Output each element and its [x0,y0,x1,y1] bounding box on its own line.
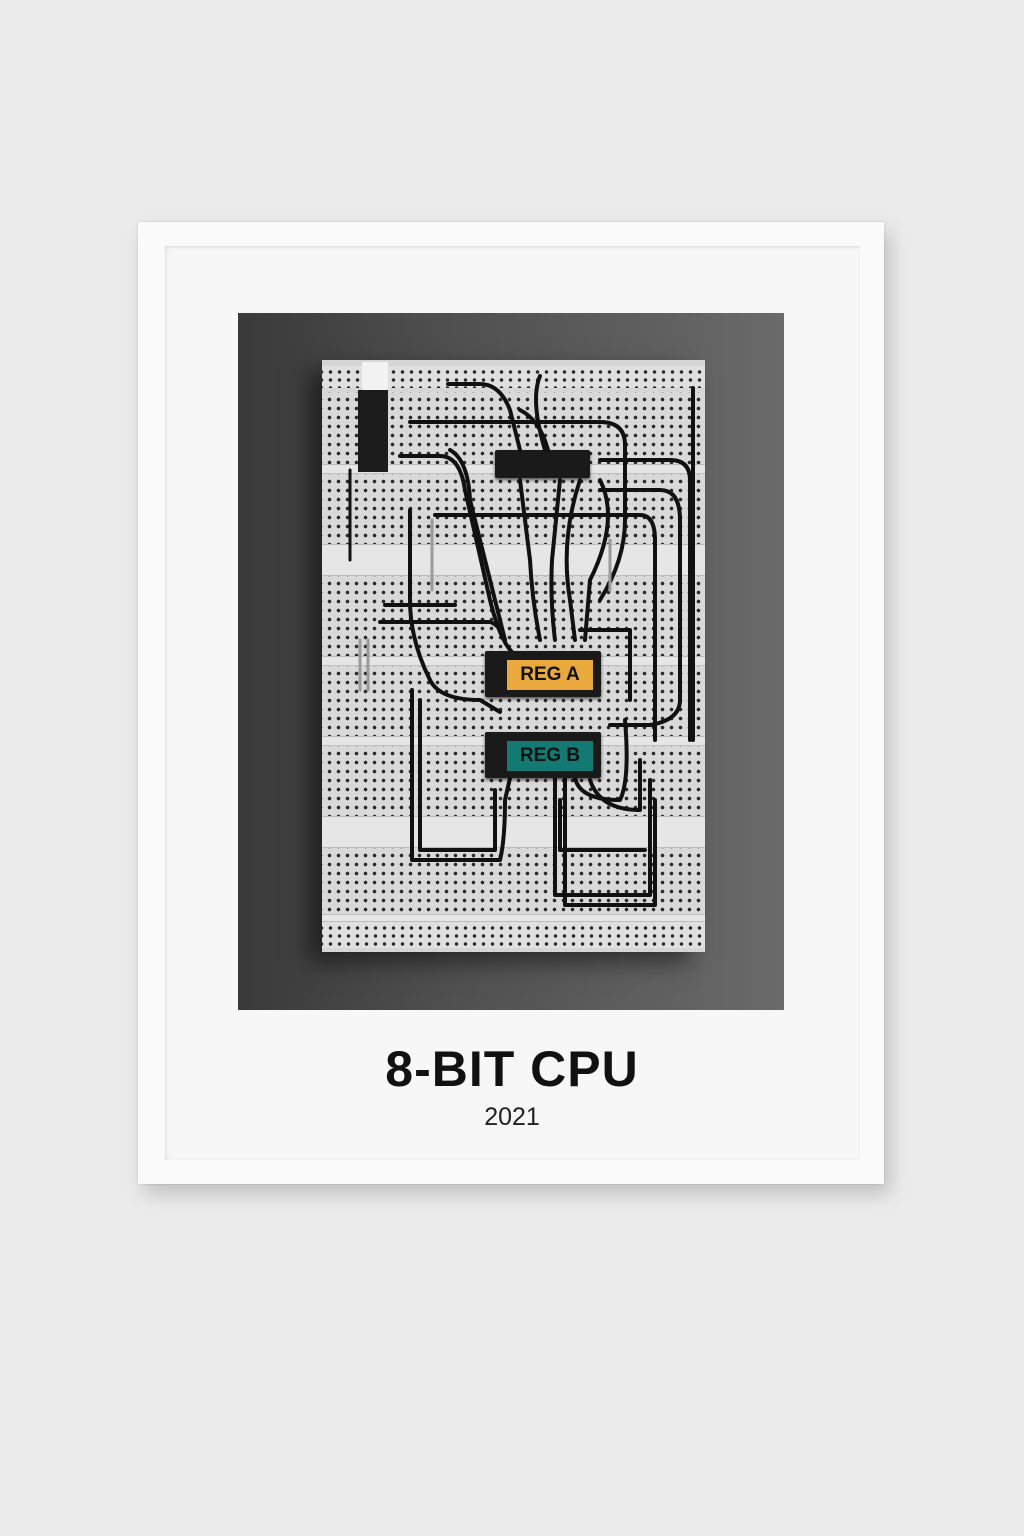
display-cap [362,362,388,390]
chip-label-reg-b: REG B [507,741,593,771]
seven-segment-display [358,390,388,472]
poster-year: 2021 [484,1103,540,1131]
breadboard-divider [322,914,705,922]
poster-title: 8-BIT CPU [385,1041,639,1097]
power-rail [322,922,705,948]
breadboard-section [322,848,705,914]
ic-chip [495,450,590,478]
breadboard-section [322,474,705,544]
breadboard-divider [322,544,705,576]
power-rail [322,366,705,388]
chip-label-reg-a: REG A [507,660,593,690]
breadboard-divider [322,816,705,848]
breadboard-section [322,576,705,656]
